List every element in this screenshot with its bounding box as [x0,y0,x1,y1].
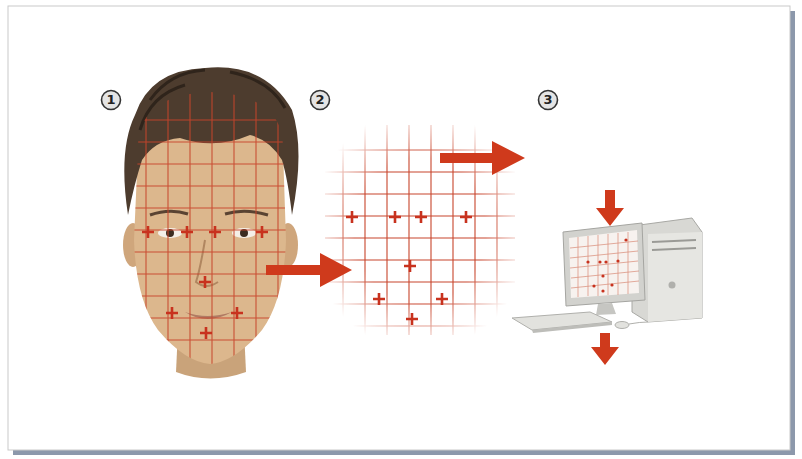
callout-circle [102,91,121,110]
computer-illustration [512,218,702,333]
callout-circle [311,91,330,110]
callout-number: 1 [101,90,121,110]
callout-circle [539,91,558,110]
face-illustration [123,67,299,378]
callout-number: 3 [538,90,558,110]
frame [8,6,790,450]
callout-number: 2 [310,90,330,110]
